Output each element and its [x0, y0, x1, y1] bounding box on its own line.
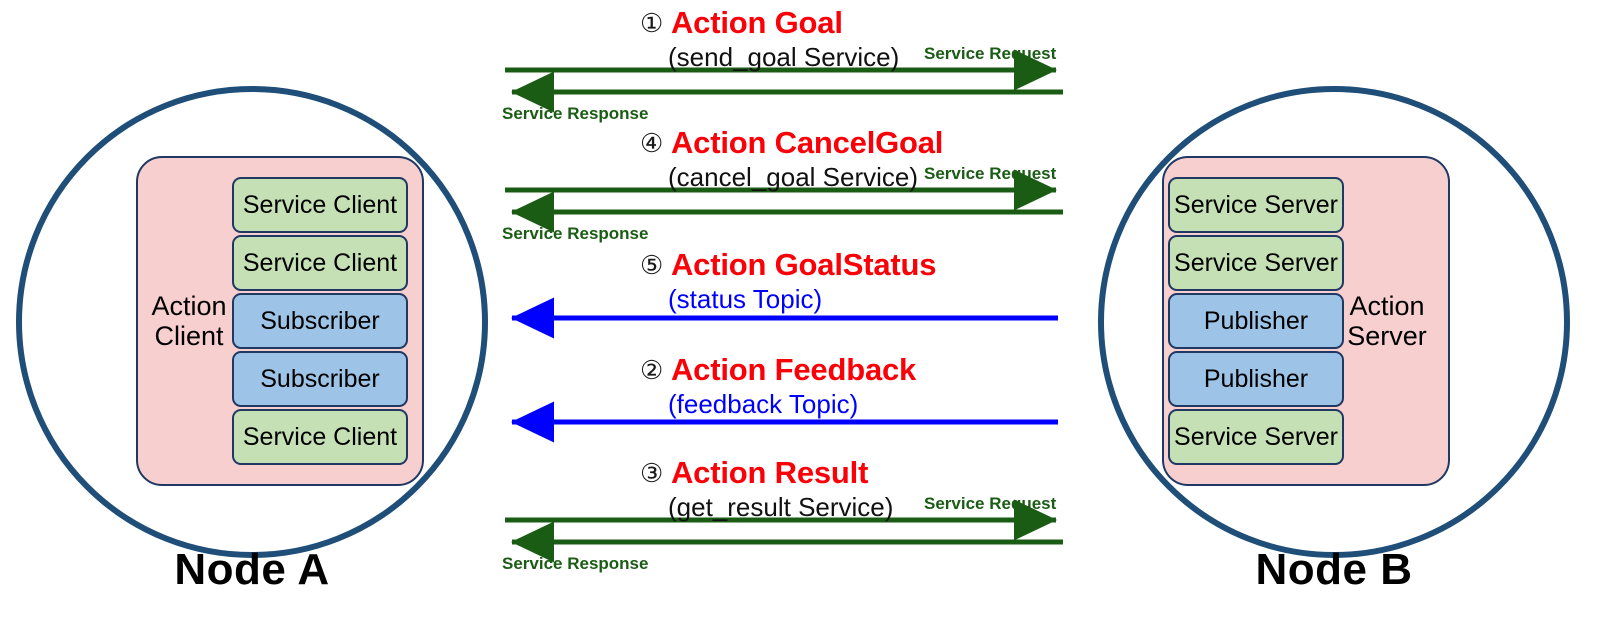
node-b-endpoint-0-label: Service Server	[1174, 190, 1338, 219]
action-client-container: Action Client Service Client Service Cli…	[136, 156, 424, 486]
flow-1-number: ④	[640, 128, 664, 158]
flow-0-request-label: Service Request	[924, 44, 1057, 63]
node-b-endpoint-4: Service Server	[1168, 409, 1344, 465]
flow-0-number: ①	[640, 8, 664, 38]
node-b-endpoint-1-label: Service Server	[1174, 248, 1338, 277]
node-b-endpoint-3-label: Publisher	[1203, 364, 1309, 393]
flow-2-title: Action GoalStatus	[671, 247, 937, 282]
node-b-endpoint-0: Service Server	[1168, 177, 1344, 233]
flow-1-response-label: Service Response	[502, 224, 649, 243]
flow-4-number: ③	[640, 458, 664, 488]
node-a-endpoint-4: Service Client	[232, 409, 408, 465]
node-b-endpoint-stack: Service Server Service Server Publisher …	[1168, 177, 1344, 465]
node-a-endpoint-2-label: Subscriber	[260, 306, 380, 335]
flow-0-title: Action Goal	[671, 5, 843, 40]
node-b-endpoint-3: Publisher	[1168, 351, 1344, 407]
flow-0-response-label: Service Response	[502, 104, 649, 123]
flow-2-number: ⑤	[640, 250, 664, 280]
flow-0-subtitle: (send_goal Service)	[668, 42, 900, 72]
node-a-endpoint-stack: Service Client Service Client Subscriber…	[232, 177, 408, 465]
flow-2-subtitle: (status Topic)	[668, 284, 823, 314]
action-client-role-label: Action Client	[151, 290, 227, 351]
node-b-endpoint-2: Publisher	[1168, 293, 1344, 349]
node-a-endpoint-2: Subscriber	[232, 293, 408, 349]
node-b-endpoint-1: Service Server	[1168, 235, 1344, 291]
flow-3-number: ②	[640, 355, 664, 385]
node-a-endpoint-3-label: Subscriber	[260, 364, 380, 393]
flow-4-subtitle: (get_result Service)	[668, 492, 894, 522]
node-a-endpoint-1: Service Client	[232, 235, 408, 291]
node-a-endpoint-1-label: Service Client	[242, 248, 398, 277]
flow-1-title: Action CancelGoal	[671, 125, 944, 160]
node-a-label: Node A	[174, 545, 330, 594]
flow-3-title: Action Feedback	[671, 352, 917, 387]
flow-3-subtitle: (feedback Topic)	[668, 389, 859, 419]
flow-4-title: Action Result	[671, 455, 869, 490]
node-b-label: Node B	[1255, 545, 1413, 594]
node-a-endpoint-3: Subscriber	[232, 351, 408, 407]
node-a-endpoint-0-label: Service Client	[242, 190, 398, 219]
node-a-endpoint-0: Service Client	[232, 177, 408, 233]
flow-4-request-label: Service Request	[924, 494, 1057, 513]
flow-1-subtitle: (cancel_goal Service)	[668, 162, 919, 192]
node-a-endpoint-4-label: Service Client	[242, 422, 398, 451]
flow-4-response-label: Service Response	[502, 554, 649, 573]
node-b-endpoint-2-label: Publisher	[1203, 306, 1309, 335]
action-server-role-label: Action Server	[1347, 290, 1427, 351]
flow-1-request-label: Service Request	[924, 164, 1057, 183]
node-b-endpoint-4-label: Service Server	[1174, 422, 1338, 451]
action-server-container: Action Server Service Server Service Ser…	[1162, 156, 1450, 486]
